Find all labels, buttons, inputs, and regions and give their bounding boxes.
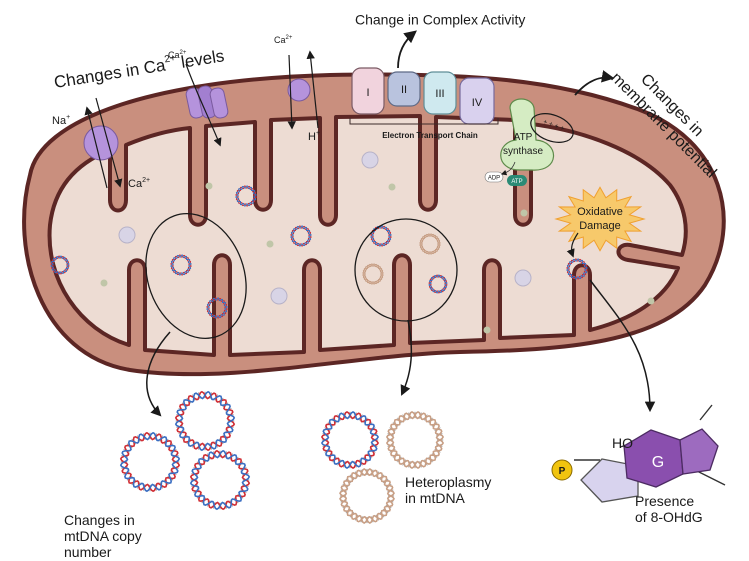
dna-ring-icon — [206, 297, 228, 319]
ca-exchanger-label: Ca2+ — [128, 177, 150, 190]
dna-ring-icon — [339, 468, 395, 524]
svg-text:P: P — [559, 466, 566, 477]
complex-ii: II — [387, 71, 421, 107]
oxidative-burst-icon: Oxidative Damage — [554, 186, 646, 252]
svg-text:Changes in: Changes in — [64, 512, 135, 528]
dna-ring-icon — [170, 254, 192, 276]
etc-label: Electron Transport Chain — [382, 131, 478, 140]
atp-badge: ATP — [507, 175, 527, 186]
copy-number-caption: Changes in mtDNA copy number — [64, 512, 142, 560]
svg-text:of 8-OHdG: of 8-OHdG — [635, 509, 703, 525]
dna-ring-icon — [290, 225, 312, 247]
complex-iii: III — [423, 71, 457, 115]
ca-channel-arrow — [185, 63, 222, 147]
svg-text:in mtDNA: in mtDNA — [405, 490, 466, 506]
complex-arrow — [397, 30, 417, 69]
svg-text:ATP: ATP — [511, 179, 522, 185]
svg-text:ATP: ATP — [514, 132, 533, 143]
na-label: Na+ — [52, 114, 70, 127]
dna-ring-icon — [320, 410, 380, 470]
svg-text:Presence: Presence — [635, 493, 694, 509]
h-out-arrow — [306, 50, 319, 129]
membrane-arrow — [574, 70, 615, 96]
dna-ring-icon — [189, 449, 251, 511]
dna-ring-icon — [174, 390, 236, 452]
svg-text:IV: IV — [472, 97, 483, 109]
etc-bracket — [349, 118, 499, 125]
ca-in-arrow — [287, 54, 296, 130]
svg-text:Heteroplasmy: Heteroplasmy — [405, 474, 491, 490]
svg-text:II: II — [401, 84, 407, 96]
complex-iv: IV — [459, 77, 495, 125]
h-label: H+ — [308, 130, 320, 143]
svg-text:I: I — [366, 87, 369, 99]
ca-exchange-arrow — [95, 97, 123, 188]
complex-i: I — [351, 67, 385, 115]
matrix-granules — [100, 151, 655, 334]
heteroplasmy-arrow — [400, 319, 413, 396]
five-member-ring — [679, 428, 719, 475]
svg-text:Damage: Damage — [579, 220, 621, 232]
svg-text:Oxidative: Oxidative — [577, 206, 623, 218]
ohdg-arrow — [589, 279, 656, 413]
dna-ring-icon — [566, 258, 588, 280]
oxidative-arrow — [566, 232, 579, 258]
ca-channel-label: Ca2+ — [168, 50, 187, 60]
dna-ring-icon — [235, 185, 257, 207]
calcium-hydrogen-exchanger-icon — [287, 78, 311, 102]
dna-ring-icon — [362, 263, 384, 285]
na-arrow — [84, 106, 108, 189]
adp-badge: ADP — [484, 171, 504, 183]
svg-text:number: number — [64, 544, 112, 560]
charge-ellipse — [530, 113, 574, 143]
svg-text:III: III — [435, 88, 444, 100]
heteroplasmy-zoom-circle — [354, 218, 458, 322]
copy-number-arrow — [146, 331, 171, 417]
dna-ring-icon — [419, 233, 441, 255]
ca-h-label: Ca2+ — [274, 35, 293, 45]
svg-text:mtDNA copy: mtDNA copy — [64, 528, 142, 544]
dna-ring-icon — [119, 431, 181, 493]
calcium-channel-icon — [185, 85, 229, 119]
heteroplasmy-caption: Heteroplasmy in mtDNA — [405, 474, 491, 506]
ohdg-caption: Presence of 8-OHdG — [635, 493, 703, 525]
sodium-calcium-exchanger-icon — [83, 125, 119, 161]
svg-text:synthase: synthase — [503, 146, 543, 157]
copy-number-zoom-ellipse — [145, 213, 247, 339]
atp-arrow — [500, 161, 516, 176]
dna-ring-icon — [428, 274, 448, 294]
dna-ring-icon — [370, 225, 392, 247]
dna-ring-icon — [385, 410, 445, 470]
complex-activity-title: Change in Complex Activity — [355, 11, 525, 27]
atp-synthase: ATP synthase — [500, 98, 555, 171]
ohdg-molecule-icon: HO G P — [551, 404, 726, 503]
phosphate-icon — [551, 459, 573, 481]
svg-text:ADP: ADP — [488, 176, 500, 182]
svg-text:G: G — [652, 454, 664, 471]
svg-text:HO: HO — [612, 435, 633, 451]
dna-ring-icon — [50, 255, 70, 275]
